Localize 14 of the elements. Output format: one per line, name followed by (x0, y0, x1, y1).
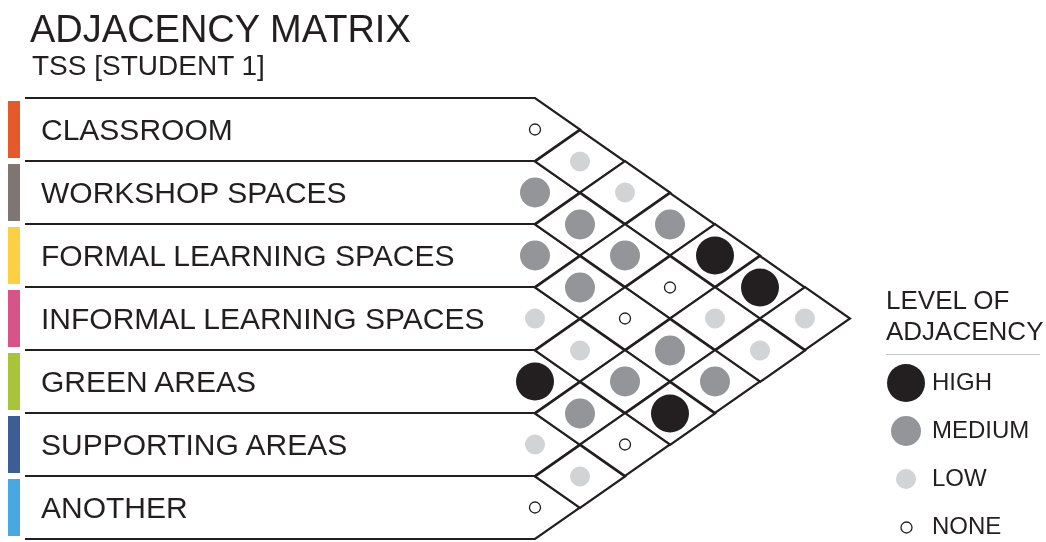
subtitle: TSS [STUDENT 1] (32, 52, 265, 80)
space-name: INFORMAL LEARNING SPACES (41, 303, 485, 334)
legend-label: NONE (932, 514, 1002, 538)
legend-heading: LEVEL OF ADJACENCY (886, 285, 1045, 347)
space-name: SUPPORTING AREAS (41, 429, 348, 460)
legend-label: HIGH (932, 370, 992, 394)
space-name: WORKSHOP SPACES (41, 177, 347, 208)
space-name: FORMAL LEARNING SPACES (41, 240, 455, 271)
title: ADJACENCY MATRIX (30, 10, 411, 48)
space-name: CLASSROOM (41, 114, 233, 145)
space-name: GREEN AREAS (41, 366, 257, 397)
legend-label: MEDIUM (932, 418, 1030, 442)
space-name: ANOTHER (41, 492, 188, 523)
legend-label: LOW (932, 466, 987, 490)
